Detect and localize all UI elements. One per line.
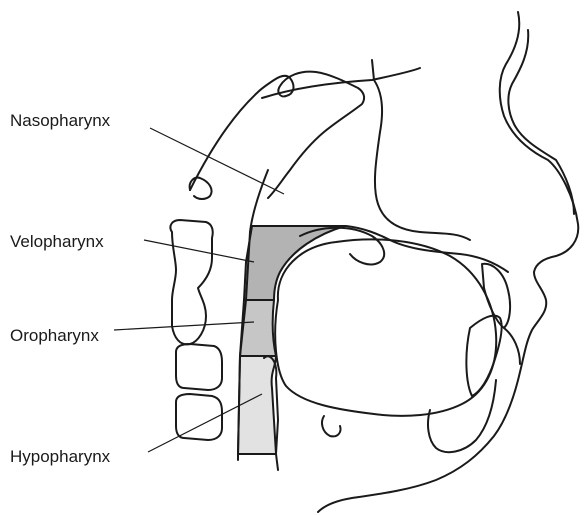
- hard-palate-upper: [262, 68, 420, 98]
- maxilla-outline: [375, 132, 470, 240]
- mandible: [428, 380, 496, 452]
- skull-base-outline: [190, 72, 364, 198]
- hypopharynx-region: [238, 356, 276, 454]
- nasopharynx-leader: [150, 128, 284, 194]
- hyoid: [322, 416, 341, 436]
- label-nasopharynx: Nasopharynx: [10, 112, 110, 129]
- label-velopharynx: Velopharynx: [10, 233, 104, 250]
- vertebra-c2: [176, 344, 222, 390]
- facial-profile-inner: [508, 30, 574, 214]
- velopharynx-region: [244, 226, 345, 300]
- label-oropharynx: Oropharynx: [10, 327, 99, 344]
- upper-incisor: [482, 264, 510, 328]
- oropharynx-leader: [114, 322, 254, 330]
- velopharynx-leader: [144, 240, 254, 262]
- larynx-line: [238, 454, 278, 470]
- nasal-cavity-line: [372, 60, 382, 132]
- vertebra-c3: [176, 394, 222, 440]
- tongue: [275, 239, 496, 416]
- label-hypopharynx: Hypopharynx: [10, 448, 110, 465]
- lower-lip: [504, 328, 520, 364]
- sphenoid-inner-line: [190, 178, 212, 199]
